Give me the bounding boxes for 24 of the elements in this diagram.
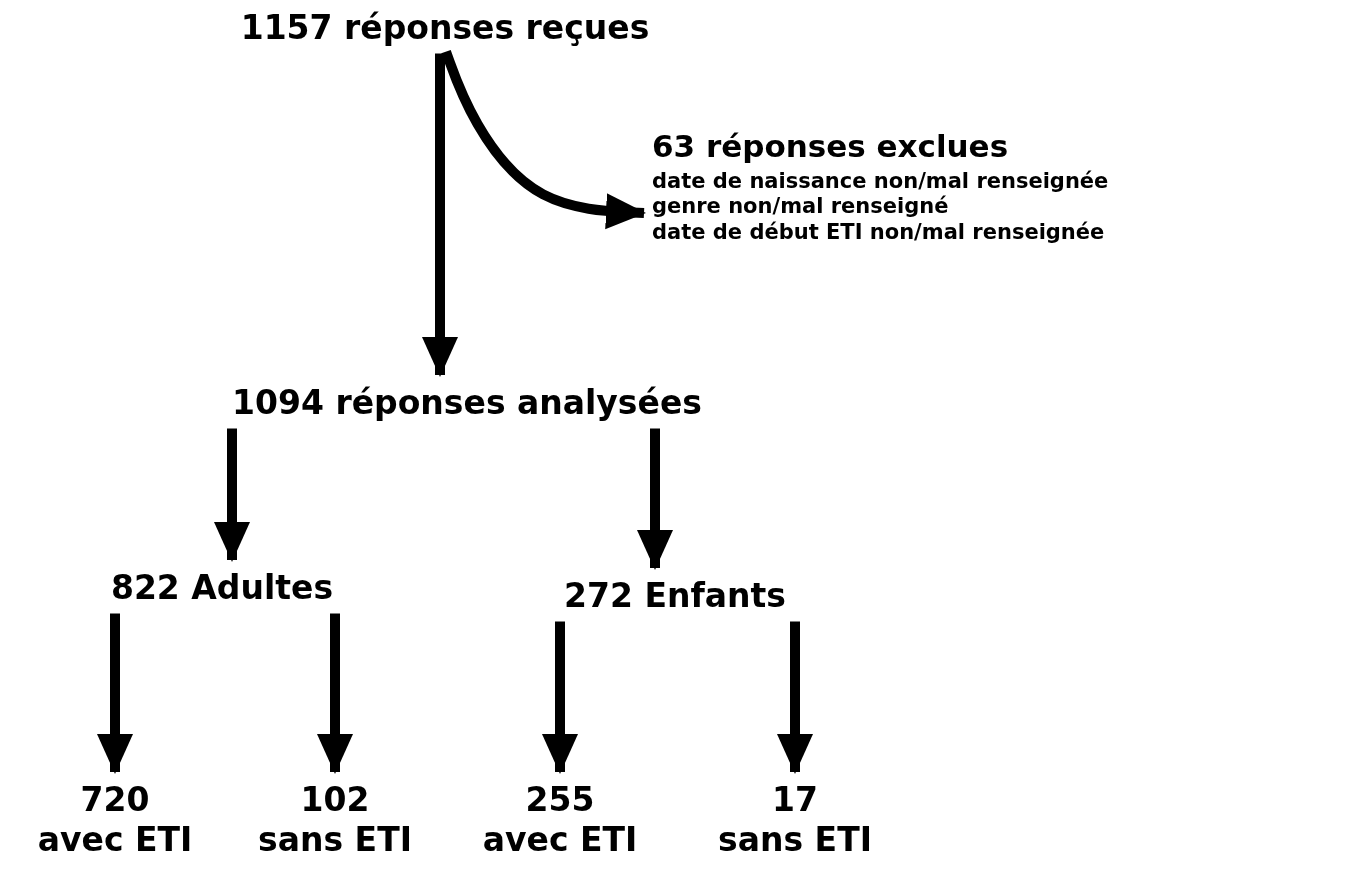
arrow	[317, 613, 353, 774]
node-heading: 720	[79, 780, 151, 820]
node-subtitle: sans ETI	[718, 819, 872, 860]
arrow	[637, 428, 673, 570]
node-subtitle: avec ETI	[482, 819, 638, 860]
arrow	[422, 53, 458, 377]
node-subtitle: sans ETI	[258, 819, 412, 860]
arrow	[777, 621, 813, 774]
node-label: 822 Adultes	[110, 568, 334, 608]
node-heading: 102	[299, 780, 371, 820]
exclusion-reason: genre non/mal renseigné	[652, 194, 950, 220]
node-heading: 17	[771, 780, 819, 820]
exclusion-reason: date de début ETI non/mal renseignée	[652, 219, 1106, 245]
node-heading: 63 réponses exclues	[652, 128, 1010, 166]
node-subtitle: avec ETI	[37, 819, 193, 860]
arrow	[441, 49, 646, 230]
node-label: 1157 réponses reçues	[240, 8, 650, 48]
node-label: 1094 réponses analysées	[232, 383, 702, 423]
node-label: 272 Enfants	[564, 576, 786, 616]
arrow	[97, 613, 133, 774]
exclusion-reason: date de naissance non/mal renseignée	[652, 169, 1109, 195]
node-heading: 255	[524, 780, 596, 820]
arrow	[214, 428, 250, 562]
arrow	[542, 621, 578, 774]
